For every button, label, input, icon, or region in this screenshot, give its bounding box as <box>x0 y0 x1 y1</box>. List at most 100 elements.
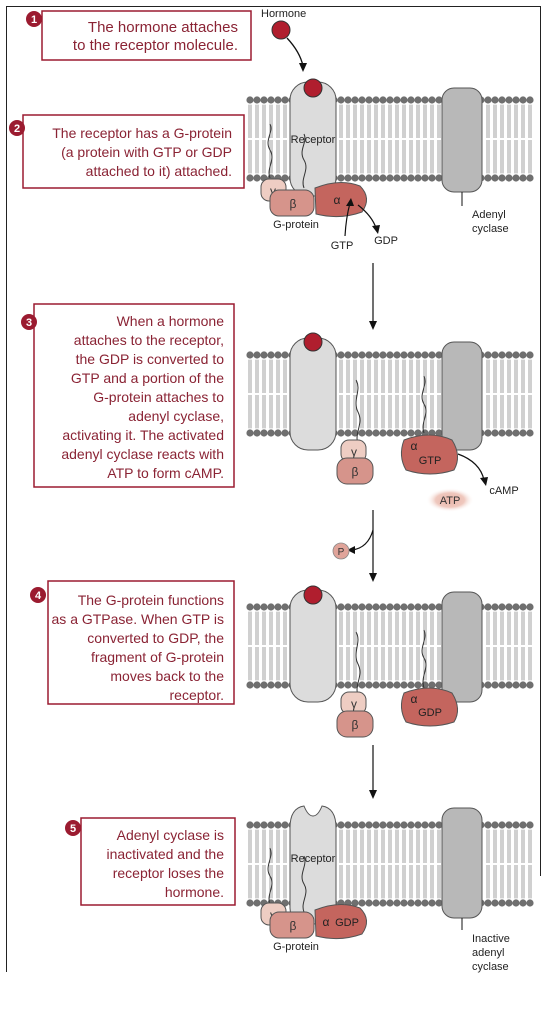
step-5-number: 5 <box>70 823 76 835</box>
phosphate-label: P <box>338 547 345 558</box>
receptor-active <box>289 337 337 451</box>
lipid-head-outer <box>421 603 429 611</box>
lipid-head-outer <box>386 96 394 104</box>
lipid-head-inner <box>358 899 366 907</box>
alpha-label-2: α <box>411 439 418 453</box>
lipid-head-inner <box>386 899 394 907</box>
lipid-head-outer <box>344 351 352 359</box>
frame-top-border <box>6 6 541 7</box>
beta-label-4: β <box>290 919 297 933</box>
lipid-head-outer <box>267 603 275 611</box>
lipid-head-outer <box>351 351 359 359</box>
lipid-head-outer <box>435 96 443 104</box>
lipid-head-outer <box>519 96 527 104</box>
lipid-head-outer <box>407 351 415 359</box>
lipid-head-inner <box>505 174 513 182</box>
step-4-line-2: as a GTPase. When GTP is <box>52 611 224 627</box>
lipid-head-inner <box>386 174 394 182</box>
adenyl-cyclase-active <box>441 341 483 451</box>
lipid-head-outer <box>421 351 429 359</box>
lipid-head-inner <box>512 429 520 437</box>
lipid-head-outer <box>435 351 443 359</box>
lipid-head-outer <box>526 821 534 829</box>
beta-label: β <box>290 197 297 211</box>
arrowhead-camp-out <box>480 477 488 486</box>
lipid-head-outer <box>414 96 422 104</box>
lipid-head-inner <box>491 899 499 907</box>
alpha-label-4: α <box>323 915 330 929</box>
camp-label: cAMP <box>489 485 518 497</box>
lipid-head-inner <box>358 174 366 182</box>
lipid-anchor-2b <box>421 375 427 434</box>
lipid-head-outer <box>428 821 436 829</box>
lipid-head-outer <box>428 351 436 359</box>
lipid-head-inner <box>414 429 422 437</box>
phosphate: P <box>332 542 350 560</box>
step-4-line-5: moves back to the <box>110 668 224 684</box>
lipid-head-inner <box>337 174 345 182</box>
lipid-head-outer <box>365 96 373 104</box>
lipid-head-outer <box>267 351 275 359</box>
lipid-head-inner <box>274 429 282 437</box>
lipid-head-inner <box>337 681 345 689</box>
lipid-head-outer <box>407 603 415 611</box>
lipid-head-outer <box>372 603 380 611</box>
lipid-head-inner <box>498 429 506 437</box>
lipid-head-outer <box>379 603 387 611</box>
frame-left-border <box>6 6 7 972</box>
g-protein-label: G-protein <box>273 219 319 231</box>
lipid-head-outer <box>519 821 527 829</box>
lipid-head-inner <box>253 429 261 437</box>
lipid-head-outer <box>484 351 492 359</box>
lipid-head-inner <box>400 174 408 182</box>
lipid-head-outer <box>267 821 275 829</box>
adenyl-lower-label: adenyl <box>472 947 504 959</box>
step-5-line-3: receptor loses the <box>113 865 224 881</box>
step-1-line-2: to the receptor molecule. <box>73 37 238 54</box>
receptor-label-4: Receptor <box>291 853 336 865</box>
gtp-label: GTP <box>331 240 354 252</box>
g-protein-label-4: G-protein <box>273 941 319 953</box>
lipid-head-outer <box>512 603 520 611</box>
lipid-head-inner <box>344 174 352 182</box>
beta-subunit-2 <box>336 457 374 485</box>
lipid-head-outer <box>498 96 506 104</box>
lipid-head-inner <box>526 429 534 437</box>
lipid-head-outer <box>253 603 261 611</box>
lipid-head-outer <box>358 351 366 359</box>
membrane-bilayer-4 <box>246 821 534 907</box>
lipid-head-outer <box>393 821 401 829</box>
lipid-head-outer <box>491 821 499 829</box>
lipid-head-outer <box>512 96 520 104</box>
lipid-head-inner <box>435 174 443 182</box>
lipid-head-outer <box>274 603 282 611</box>
lipid-head-inner <box>246 899 254 907</box>
lipid-head-inner <box>435 681 443 689</box>
lipid-head-inner <box>351 899 359 907</box>
lipid-anchor-2a <box>355 379 361 446</box>
lipid-head-outer <box>400 603 408 611</box>
gtp-label-2: GTP <box>419 455 442 467</box>
membrane-bilayer-2 <box>246 351 534 437</box>
lipid-head-inner <box>274 681 282 689</box>
lipid-head-inner <box>512 899 520 907</box>
lipid-head-outer <box>274 351 282 359</box>
lipid-anchor-4a <box>267 847 273 905</box>
atp-glow <box>426 488 474 512</box>
lipid-head-inner <box>344 681 352 689</box>
lipid-head-outer <box>253 821 261 829</box>
hormone-bound <box>303 78 323 98</box>
lipid-head-inner <box>379 899 387 907</box>
lipid-head-outer <box>421 821 429 829</box>
lipid-head-outer <box>498 351 506 359</box>
step-3-line-6: adenyl cyclase, <box>128 408 224 424</box>
stage-1-proteins: Hormone Receptor Adenyl cyclase γ β α G-… <box>260 8 509 252</box>
lipid-head-outer <box>491 96 499 104</box>
lipid-head-inner <box>267 429 275 437</box>
lipid-head-inner <box>526 899 534 907</box>
lipid-head-outer <box>379 351 387 359</box>
lipid-head-outer <box>386 351 394 359</box>
gamma-label-2: γ <box>351 445 357 459</box>
lipid-head-outer <box>337 821 345 829</box>
lipid-head-outer <box>351 603 359 611</box>
